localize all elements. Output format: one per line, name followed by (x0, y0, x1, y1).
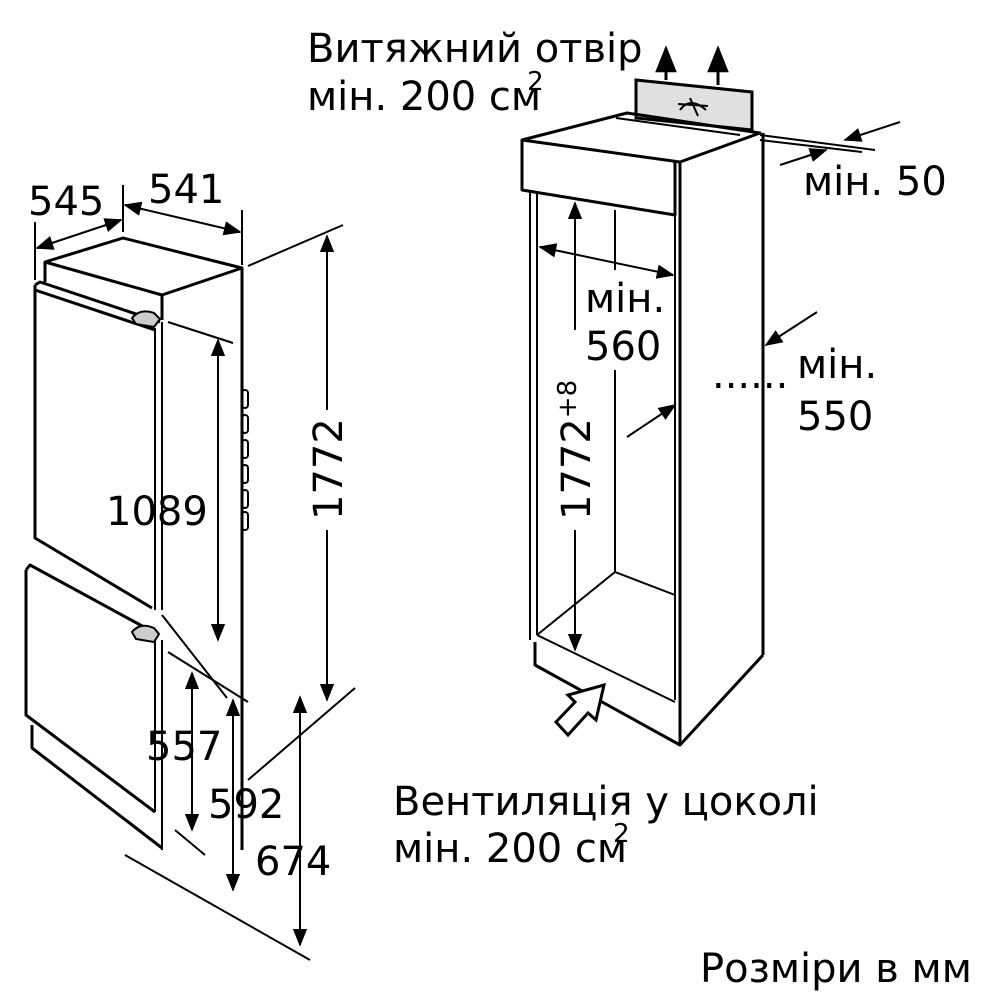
vent-symbol-icon (677, 97, 709, 117)
dim-1772: 1772 (306, 418, 352, 520)
min-50-label: мін. 50 (803, 159, 947, 205)
min-550-label-2: 550 (797, 394, 873, 440)
appliance-drawing: 545 541 1772 1089 557 592 674 (24, 167, 356, 961)
depth-dimension (35, 218, 123, 250)
top-vent-area: мін. 200 см2 (307, 67, 544, 120)
min-560-label-2: 560 (585, 324, 661, 370)
plinth (533, 642, 765, 747)
dots: ...... (712, 352, 788, 398)
bottom-vent-title: Вентиляція у цоколі (393, 779, 819, 825)
upper-handle (130, 310, 162, 329)
niche-drawing: мін. 50 мін. 560 ...... мін. 550 1772+8 (520, 45, 947, 747)
plinth (30, 725, 163, 850)
upper-door (33, 280, 161, 610)
dim-557: 557 (146, 724, 222, 770)
dim-674: 674 (255, 839, 331, 885)
top-vent-title: Витяжний отвір (307, 26, 643, 72)
cabinet-top-box (520, 140, 677, 217)
units-note: Розміри в мм (700, 946, 972, 992)
min-550-label-1: мін. (797, 342, 877, 388)
lower-door (24, 563, 156, 814)
bottom-vent-area: мін. 200 см2 (393, 819, 630, 872)
dim-592: 592 (208, 782, 284, 828)
dim-1089: 1089 (106, 489, 208, 535)
cabinet-top (520, 111, 762, 164)
hinge-icons (241, 389, 249, 531)
dim-545: 545 (28, 179, 104, 225)
min-560-label-1: мін. (585, 276, 665, 322)
lower-handle (130, 624, 161, 644)
appliance-top-face (43, 236, 244, 297)
dim-541: 541 (148, 167, 224, 213)
intake-arrow-icon (553, 682, 607, 738)
width-dimension (123, 201, 242, 236)
niche-height-label: 1772+8 (553, 380, 600, 520)
